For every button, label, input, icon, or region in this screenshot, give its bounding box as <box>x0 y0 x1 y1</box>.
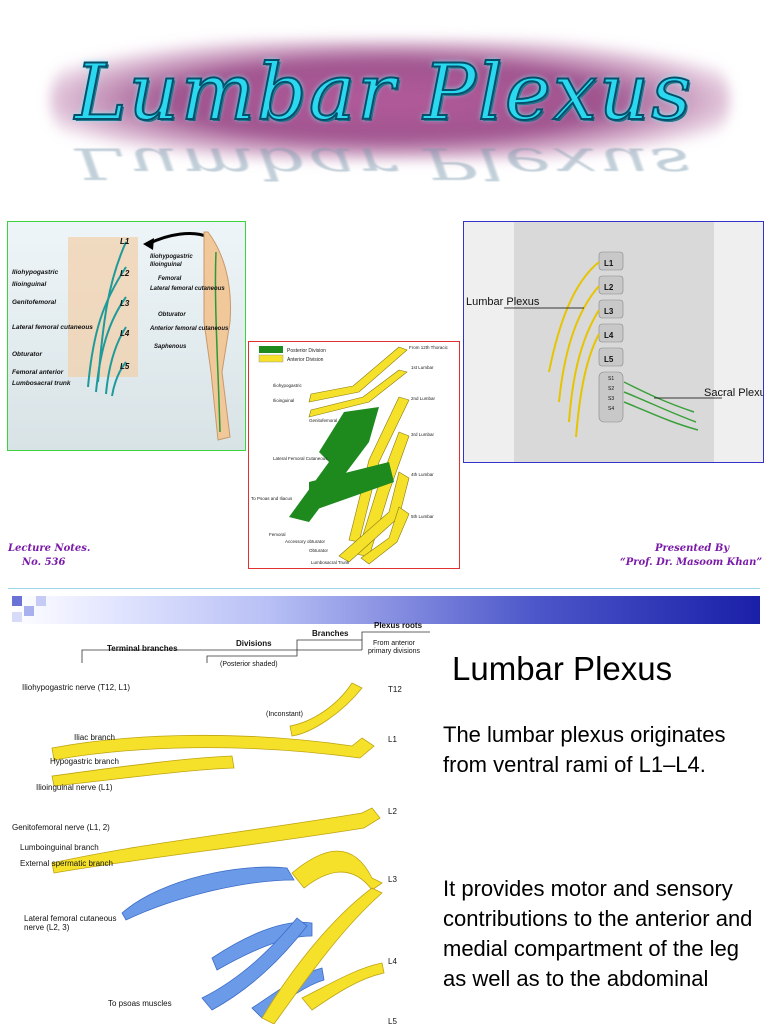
legend-anterior: Anterior Division <box>287 357 324 363</box>
p2-to-psoas: To Psoas and Iliacus <box>251 496 293 501</box>
nerve-iliohypogastric: Iliohypogastric nerve (T12, L1) <box>22 683 130 692</box>
lumbar-plexus-label: Lumbar Plexus <box>466 296 540 308</box>
spine-s4: S4 <box>608 406 614 412</box>
spine-l4: L4 <box>604 331 614 340</box>
p2-ilioinguinal: Ilioinguinal <box>273 398 294 403</box>
spine-l2: L2 <box>604 283 614 292</box>
p2-femoral: Femoral <box>269 532 286 537</box>
panel-division-diagram: Posterior Division Anterior Division Fro… <box>248 341 460 569</box>
label-iliohypogastric: Iliohypogastric <box>12 269 59 276</box>
p2-4th-lumbar: 4th Lumbar <box>411 472 434 477</box>
leg-label-saphenous: Saphenous <box>154 344 187 350</box>
label-ilioinguinal: Ilioinguinal <box>12 281 46 288</box>
p2-lateral-femoral: Lateral Femoral Cutaneous <box>273 456 328 461</box>
nerve-ilioinguinal: Ilioinguinal nerve (L1) <box>36 783 113 792</box>
nerve-genitofemoral: Genitofemoral nerve (L1, 2) <box>12 823 110 832</box>
panel-spine: L1 L2 L3 L4 L5 S1 S2 S3 S4 Lumbar Plexus… <box>463 221 768 463</box>
sacral-plexus-label: Sacral Plexus <box>704 387 763 399</box>
p2-3rd-lumbar: 3rd Lumbar <box>411 432 435 437</box>
root-t12: T12 <box>388 685 402 694</box>
presenter-name: “Prof. Dr. Masoom Khan” <box>620 557 763 568</box>
p2-accessory-obturator: Accessory obturator <box>285 539 326 544</box>
p2-5th-lumbar: 5th Lumbar <box>411 514 434 519</box>
lecture-notes-line2: No. 536 <box>22 557 66 568</box>
slide-paragraph-2: It provides motor and sensory contributi… <box>443 876 753 991</box>
nerve-iliac-branch: Iliac branch <box>74 733 115 742</box>
title-reflection: Lumbar Plexus <box>74 138 694 188</box>
p2-from-12th: From 12th Thoracic <box>409 345 449 350</box>
leg-label-ilioinguinal: Ilioinguinal <box>150 262 182 268</box>
nerve-lumboinguinal: Lumboinguinal branch <box>20 843 99 852</box>
slide-title: Lumbar Plexus <box>452 650 673 687</box>
inconstant-label: (Inconstant) <box>266 711 303 718</box>
deco-square-4 <box>12 612 22 622</box>
deco-square-1 <box>12 596 22 606</box>
spine-illustration: L1 L2 L3 L4 L5 S1 S2 S3 S4 Lumbar Plexus… <box>466 222 768 462</box>
root-l1: L1 <box>388 735 397 744</box>
division-diagram: Posterior Division Anterior Division Fro… <box>251 345 449 565</box>
p2-1st-lumbar: 1st Lumbar <box>411 365 434 370</box>
p2-iliohypogastric: Iliohypogastric <box>273 383 303 388</box>
lumbar-leg-illustration: L1 L2 L3 L4 L5 Iliohypogastric Ilioingui… <box>12 231 232 441</box>
slide-plexus-diagram: Terminal branches Divisions (Posterior s… <box>12 618 442 1026</box>
label-femoral-anterior: Femoral anterior <box>12 369 64 376</box>
leg-label-anterior-femoral: Anterior femoral cutaneous <box>149 326 229 332</box>
nerve-to-psoas: To psoas muscles <box>108 999 172 1008</box>
deco-square-2 <box>24 606 34 616</box>
level-l5: L5 <box>120 362 130 371</box>
leg-label-obturator: Obturator <box>158 312 186 318</box>
slide-paragraph-1: The lumbar plexus originates from ventra… <box>443 722 726 777</box>
leg-label-iliohypogastric: Iliohypogastric <box>150 254 193 260</box>
nerve-external-spermatic: External spermatic branch <box>20 859 113 868</box>
spine-s1: S1 <box>608 376 614 382</box>
spine-l3: L3 <box>604 307 614 316</box>
root-l5: L5 <box>388 1017 397 1024</box>
nerve-hypogastric-branch: Hypogastric branch <box>50 757 119 766</box>
slide-panel <box>8 588 760 1025</box>
label-obturator: Obturator <box>12 351 42 358</box>
page-title: Lumbar Plexus <box>74 47 694 139</box>
leg-label-lateral-femoral: Lateral femoral cutaneous <box>150 286 225 292</box>
root-l4: L4 <box>388 957 397 966</box>
leg-label-femoral: Femoral <box>158 276 182 282</box>
spine-l5: L5 <box>604 355 614 364</box>
legend-posterior: Posterior Division <box>287 348 326 354</box>
hdr-terminal: Terminal branches <box>107 644 178 653</box>
level-l3: L3 <box>120 299 130 308</box>
p2-obturator: Obturator <box>309 548 329 553</box>
p2-lumbosacral-trunk: Lumbosacral Trunk <box>311 560 350 565</box>
level-l2: L2 <box>120 269 130 278</box>
spine-s2: S2 <box>608 386 614 392</box>
hdr-divisions-sub: (Posterior shaded) <box>220 661 278 668</box>
plexus-branch-diagram: Terminal branches Divisions (Posterior s… <box>12 621 430 1026</box>
lecture-notes-line1: Lecture Notes. <box>8 543 91 554</box>
slide-header-bar <box>8 596 760 624</box>
deco-square-3 <box>36 596 46 606</box>
label-lateral-femoral: Lateral femoral cutaneous <box>12 324 93 331</box>
level-l1: L1 <box>120 237 130 246</box>
panel-lumbar-nerves-leg: L1 L2 L3 L4 L5 Iliohypogastric Ilioingui… <box>7 221 246 451</box>
level-l4: L4 <box>120 329 130 338</box>
root-l2: L2 <box>388 807 397 816</box>
hdr-roots-sub: From anterior primary divisions <box>367 640 421 655</box>
root-l3: L3 <box>388 875 397 884</box>
nerve-lateral-femoral: Lateral femoral cutaneous nerve (L2, 3) <box>24 914 117 932</box>
p2-genitofemoral: Genitofemoral <box>309 418 337 423</box>
hdr-divisions: Divisions <box>236 639 272 648</box>
title-glow <box>50 40 730 160</box>
p2-2nd-lumbar: 2nd Lumbar <box>411 396 436 401</box>
label-lumbosacral-trunk: Lumbosacral trunk <box>12 380 71 387</box>
hdr-branches: Branches <box>312 629 349 638</box>
presented-by: Presented By <box>655 543 730 554</box>
spine-l1: L1 <box>604 259 614 268</box>
hdr-roots: Plexus roots <box>374 621 423 630</box>
spine-s3: S3 <box>608 396 614 402</box>
label-genitofemoral: Genitofemoral <box>12 299 56 306</box>
